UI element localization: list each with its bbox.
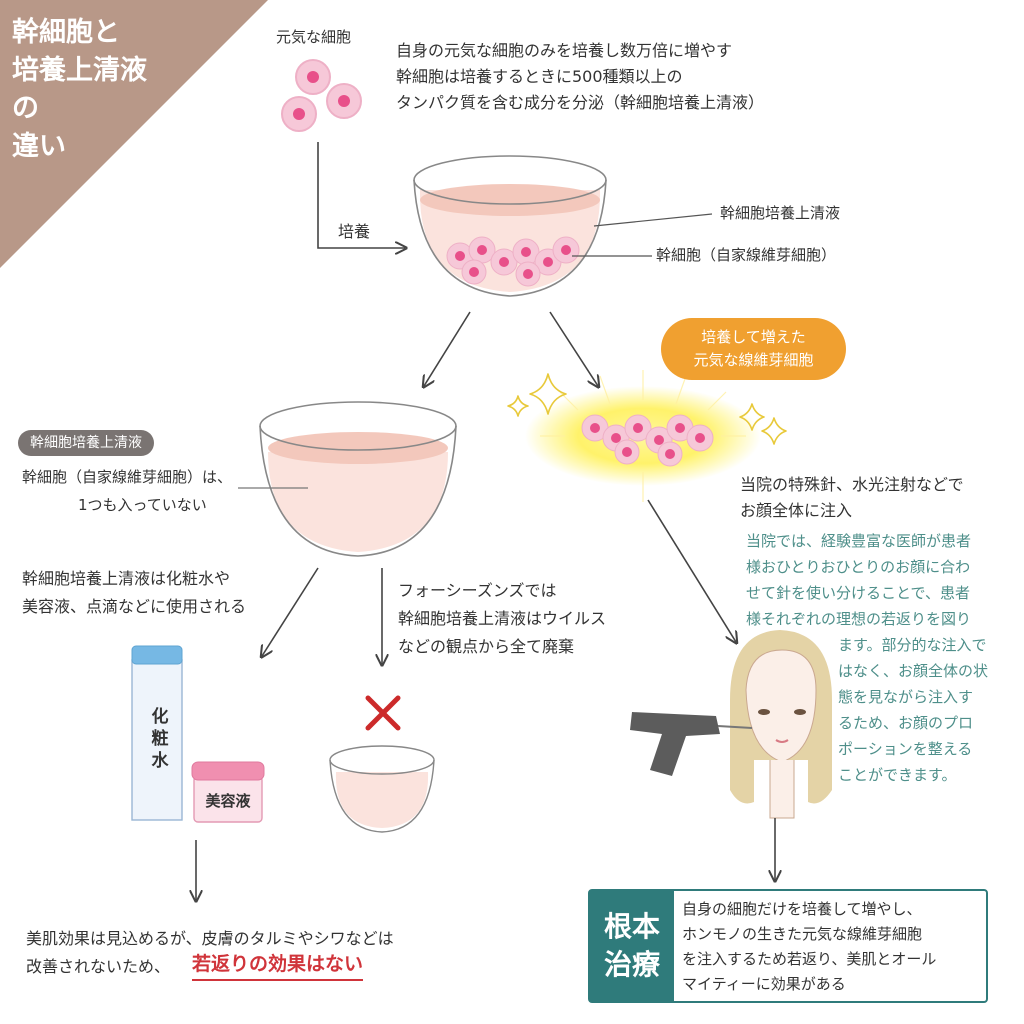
root-treatment-label-2: 治療 <box>603 948 660 981</box>
healthy-cells-icon <box>281 59 362 132</box>
clinic-note-5: ます。部分的な注入で <box>838 636 987 654</box>
clinic-note-1: 当院では、経験豊富な医師が患者 <box>746 532 972 550</box>
cultured-cells-bubble: 培養して増えた 元気な線維芽細胞 <box>661 318 846 380</box>
disposal-line-2: 幹細胞培養上清液はウイルス <box>398 609 607 628</box>
root-treatment-line-2: ホンモノの生きた元気な線維芽細胞 <box>682 925 923 943</box>
root-treatment-label-1: 根本 <box>603 910 660 943</box>
discard-x-icon <box>365 695 401 731</box>
injection-line-1: 当院の特殊針、水光注射などで <box>740 475 964 494</box>
sparkle-icon <box>507 373 787 445</box>
root-treatment-line-4: マイティーに効果がある <box>682 975 846 993</box>
clinic-note-2: 様おひとりおひとりのお顔に合わ <box>746 558 971 576</box>
clinic-note-8: るため、お顔のプロ <box>838 714 974 732</box>
serum-jar-icon <box>191 761 265 823</box>
supernatant-desc-2: 1つも入っていない <box>78 496 207 514</box>
injector-gun-icon <box>630 712 753 776</box>
healthy-cells-label: 元気な細胞 <box>276 28 352 46</box>
root-treatment-line-1: 自身の細胞だけを培養して増やし、 <box>682 900 922 918</box>
intro-line-2: 幹細胞は培養するときに500種類以上の <box>396 67 683 86</box>
disposal-line-3: などの観点から全て廃棄 <box>398 637 575 656</box>
serum-label: 美容液 <box>205 792 251 810</box>
discard-bowl-icon <box>329 745 435 833</box>
supernatant-bowl-icon <box>259 401 457 557</box>
conclusion-emphasis: 若返りの効果はない <box>192 950 364 981</box>
intro-line-3: タンパク質を含む成分を分泌（幹細胞培養上清液） <box>396 93 765 112</box>
clinic-note-3: せて針を使い分けることで、患者 <box>746 584 970 602</box>
face-illustration <box>730 630 832 819</box>
bubble-line-1: 培養して増えた <box>701 328 806 346</box>
cultured-cells-icon <box>525 370 761 502</box>
intro-line-1: 自身の元気な細胞のみを培養し数万倍に増やす <box>396 41 733 60</box>
clinic-note-9: ポーションを整える <box>838 740 973 758</box>
clinic-note-4: 様それぞれの理想の若返りを図り <box>746 610 972 628</box>
lotion-bottle-icon <box>131 645 183 821</box>
supernatant-desc-1: 幹細胞（自家線維芽細胞）は、 <box>22 468 233 486</box>
supernatant-tag: 幹細胞培養上清液 <box>18 430 154 456</box>
clinic-note-10: ことができます。 <box>838 766 957 784</box>
page-title: 幹細胞と 培養上清液 の 違い <box>12 17 147 162</box>
bubble-line-2: 元気な線維芽細胞 <box>693 351 814 369</box>
culture-label: 培養 <box>338 222 371 241</box>
culture-bowl-icon <box>413 155 607 297</box>
usage-line-1: 幹細胞培養上清液は化粧水や <box>22 569 231 588</box>
lotion-label: 化粧水 <box>151 707 169 771</box>
supernatant-label: 幹細胞培養上清液 <box>720 204 841 222</box>
disposal-line-1: フォーシーズンズでは <box>398 581 557 600</box>
root-treatment-label: 根本 治療 <box>590 891 674 1001</box>
culture-arrow <box>317 142 405 248</box>
conclusion-line-1: 美肌効果は見込めるが、皮膚のタルミやシワなどは <box>26 929 394 948</box>
clinic-note-6: はなく、お顔全体の状 <box>838 662 989 680</box>
clinic-note-7: 態を見ながら注入す <box>838 688 974 706</box>
root-treatment-text: 自身の細胞だけを培養して増やし、 ホンモノの生きた元気な線維芽細胞 を注入するた… <box>682 897 982 997</box>
injection-line-2: お顔全体に注入 <box>740 501 853 520</box>
root-treatment-line-3: を注入するため若返り、美肌とオール <box>682 950 937 968</box>
root-treatment-box: 根本 治療 自身の細胞だけを培養して増やし、 ホンモノの生きた元気な線維芽細胞 … <box>588 889 988 1003</box>
stem-cells-label: 幹細胞（自家線維芽細胞） <box>656 246 837 264</box>
conclusion-line-2: 改善されないため、 <box>26 957 171 976</box>
usage-line-2: 美容液、点滴などに使用される <box>22 597 247 616</box>
